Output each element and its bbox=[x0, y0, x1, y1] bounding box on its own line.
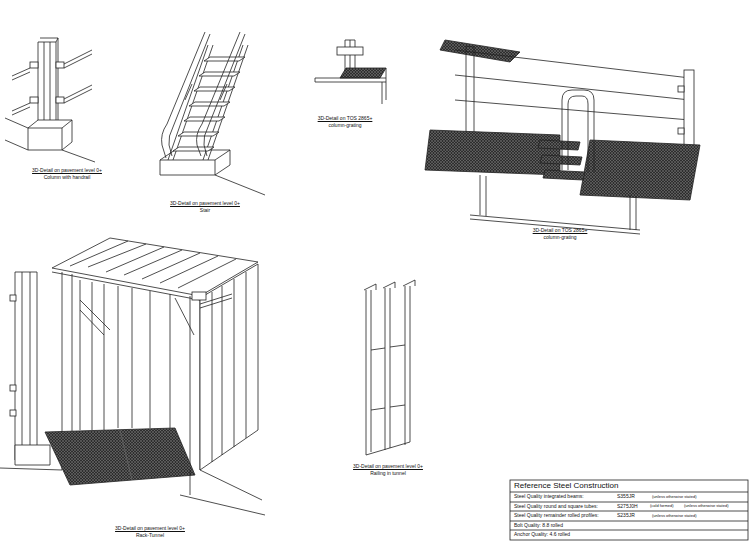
caption-subtitle: column-grating bbox=[543, 235, 576, 241]
table-cell: Bolt Quality: 8.8 rolled bbox=[514, 523, 563, 529]
table-cell: S275J0H bbox=[617, 504, 638, 510]
table-note: (cold formed) bbox=[650, 504, 674, 508]
table-cell: Anchor Quality: 4.6 rolled bbox=[514, 532, 570, 538]
caption: 3D-Detail on TOS 2865+ bbox=[318, 116, 373, 122]
table-cell: Steel Quality integrated beams: bbox=[514, 494, 584, 500]
table-note: (unless otherwise stated) bbox=[652, 495, 696, 499]
table-cell: Steel Quality remainder rolled profiles: bbox=[514, 513, 599, 519]
table-heading: Reference Steel Construction bbox=[514, 482, 619, 491]
caption: 3D-Detail on TOS 2865+ bbox=[533, 228, 588, 234]
caption: 3D-Detail on pavement level 0+ bbox=[115, 526, 185, 532]
caption-subtitle: Railing in tunnel bbox=[370, 471, 406, 477]
caption-subtitle: Column with handrail bbox=[44, 175, 91, 181]
table-note: (unless otherwise stated) bbox=[652, 514, 696, 518]
caption: 3D-Detail on pavement level 0+ bbox=[32, 168, 102, 174]
rack-tunnel bbox=[0, 238, 265, 515]
column-with-handrail bbox=[5, 38, 95, 162]
caption-subtitle: Stair bbox=[200, 208, 210, 214]
railing-in-tunnel bbox=[364, 280, 415, 455]
column-grating-small bbox=[315, 40, 386, 104]
caption: 3D-Detail on pavement level 0+ bbox=[170, 201, 240, 207]
caption: 3D-Detail on pavement level 0+ bbox=[353, 464, 423, 470]
reference-table bbox=[510, 480, 748, 540]
caption-subtitle: column-grating bbox=[328, 123, 361, 129]
table-note: (unless otherwise stated) bbox=[684, 504, 728, 508]
table-cell: S235JR bbox=[617, 513, 635, 519]
caption-subtitle: Rack-Tunnel bbox=[136, 533, 164, 539]
table-cell: S355JR bbox=[617, 494, 635, 500]
table-cell: Steel Quality round and square tubes: bbox=[514, 504, 598, 510]
column-grating-platform bbox=[425, 40, 700, 234]
stair bbox=[160, 32, 265, 195]
